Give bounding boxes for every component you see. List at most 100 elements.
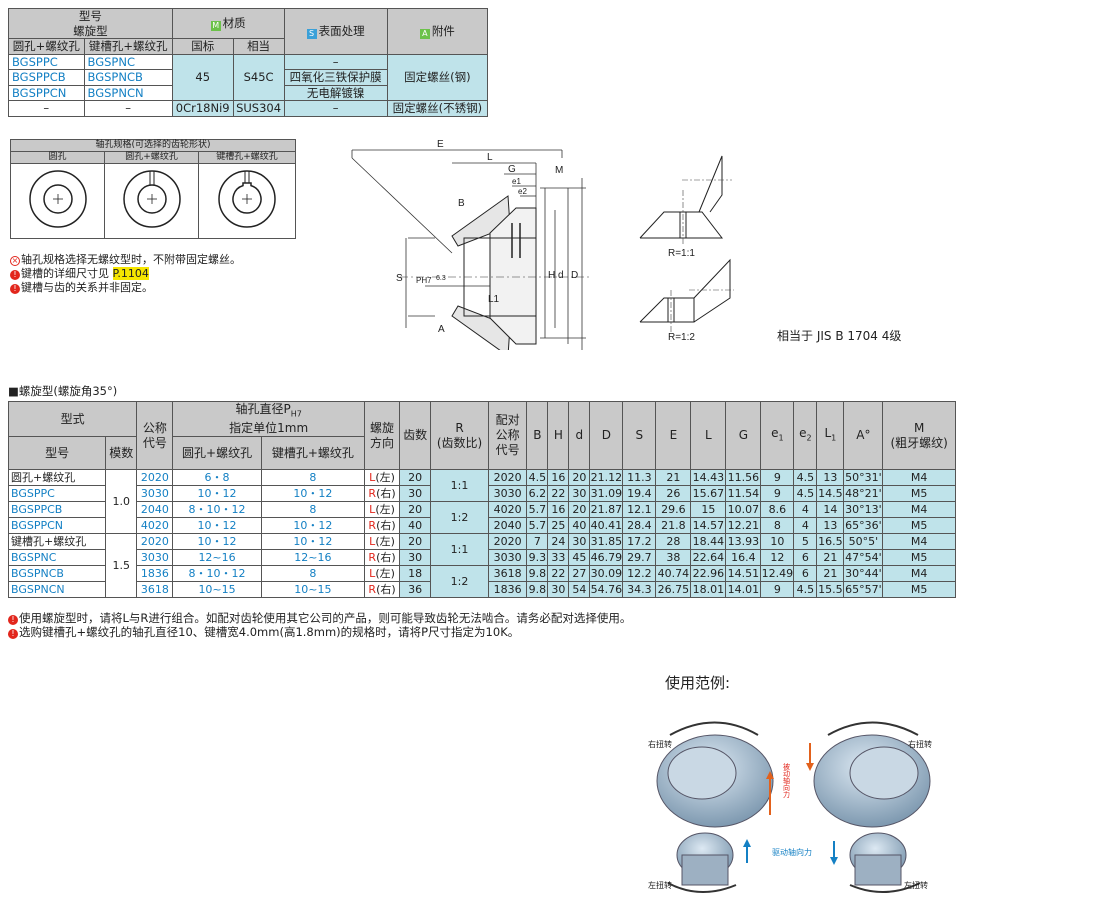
value-9: 45 [568, 549, 591, 567]
direction-letter: L [369, 567, 376, 581]
module-value: 1.5 [105, 533, 138, 599]
bore-key: 12~16 [260, 549, 365, 567]
value-16: 6 [793, 565, 818, 583]
note-bottom-1: !使用螺旋型时，请将L与R进行组合。如配对齿轮使用其它公司的产品，则可能导致齿轮… [8, 611, 631, 625]
h-M: M(粗牙螺纹) [882, 400, 956, 471]
value-8: 24 [547, 533, 570, 551]
h-L: L [690, 400, 727, 471]
helix-direction: R(右) [363, 581, 401, 599]
value-9: 27 [568, 565, 591, 583]
surface-value: 四氧化三铁保护膜 [283, 69, 388, 86]
nominal-code: 2020 [136, 469, 174, 487]
value-13: 22.64 [690, 549, 727, 567]
ratio: 1:1 [430, 469, 489, 503]
helix-direction: R(右) [363, 517, 401, 535]
bore-round: 8・10・12 [172, 565, 262, 583]
value-17: 21 [816, 565, 845, 583]
h-module: 模数 [105, 436, 138, 471]
value-8: 22 [547, 485, 570, 503]
info-icon: ! [8, 615, 18, 625]
value-8: 25 [547, 517, 570, 535]
value-16: 4.5 [793, 469, 818, 487]
bore-round: 10~15 [172, 581, 262, 599]
header-gb: 国标 [171, 38, 234, 55]
nominal-code: 3618 [136, 581, 174, 599]
roughness-mark: 6.3 [436, 275, 446, 282]
bore-title: 轴孔规格(可选择的齿轮形状) [10, 139, 296, 152]
dim-H: H [548, 270, 555, 281]
value-16: 4 [793, 517, 818, 535]
label-driven-force: 被动轴向力 [783, 762, 791, 799]
h-d: d [568, 400, 591, 471]
bore-key: 10~15 [260, 581, 365, 599]
value-16: 5 [793, 533, 818, 551]
value-11: 17.2 [622, 533, 657, 551]
bore-key: 8 [260, 565, 365, 583]
dim-L: L [487, 152, 493, 163]
value-6: 3030 [487, 549, 528, 567]
model-code: BGSPNCB [7, 565, 107, 583]
value-13: 14.57 [690, 517, 727, 535]
value-19: M5 [882, 549, 956, 567]
material-gb: 45 [171, 53, 234, 101]
h-B: B [526, 400, 549, 471]
nominal-code: 3030 [136, 485, 174, 503]
model-code: – [8, 100, 85, 117]
value-11: 28.4 [622, 517, 657, 535]
h-L1: L1 [816, 400, 845, 471]
value-13: 15 [690, 501, 727, 519]
value-15: 12.49 [760, 565, 795, 583]
value-15: 9 [760, 581, 795, 599]
value-9: 54 [568, 581, 591, 599]
model-code: BGSPPCN [8, 84, 85, 101]
value-6: 4020 [487, 501, 528, 519]
nominal-code: 1836 [136, 565, 174, 583]
value-10: 54.76 [589, 581, 624, 599]
teeth: 30 [399, 549, 432, 567]
direction-letter: R [368, 519, 377, 533]
h-pair: 配对公称代号 [487, 400, 528, 471]
bore-round: 8・10・12 [172, 501, 262, 519]
value-13: 18.44 [690, 533, 727, 551]
material-eq: S45C [232, 53, 285, 101]
nominal-code: 2040 [136, 501, 174, 519]
model-code: BGSPNCB [83, 69, 173, 86]
surface-value: – [283, 53, 388, 70]
teeth: 18 [399, 565, 432, 583]
page-link[interactable]: P.1104 [112, 267, 149, 280]
model-code: BGSPNCN [83, 84, 173, 101]
notes-bottom: !使用螺旋型时，请将L与R进行组合。如配对齿轮使用其它公司的产品，则可能导致齿轮… [8, 611, 631, 639]
value-13: 18.01 [690, 581, 727, 599]
value-15: 9 [760, 469, 795, 487]
dim-M: M [555, 165, 563, 176]
value-14: 11.56 [725, 469, 762, 487]
direction-letter: R [368, 551, 377, 565]
model-code: BGSPNC [7, 549, 107, 567]
material-gb: 0Cr18Ni9 [171, 100, 234, 117]
model-code: BGSPNCN [7, 581, 107, 599]
value-19: M5 [882, 517, 956, 535]
value-14: 13.93 [725, 533, 762, 551]
model-code: – [83, 100, 173, 117]
header-model: 型号螺旋型 [8, 8, 173, 38]
value-11: 29.7 [622, 549, 657, 567]
bore-round: 10・12 [172, 533, 262, 551]
value-15: 9 [760, 485, 795, 503]
accessory-value: 固定螺丝(钢) [386, 53, 489, 101]
note-2: !键槽的详细尺寸见 P.1104 [10, 267, 241, 281]
value-14: 12.21 [725, 517, 762, 535]
teeth: 20 [399, 501, 432, 519]
bore-key: 10・12 [260, 517, 365, 535]
h-D: D [589, 400, 624, 471]
value-17: 16.5 [816, 533, 845, 551]
helix-direction: L(左) [363, 469, 401, 487]
value-6: 2020 [487, 469, 528, 487]
value-14: 14.01 [725, 581, 762, 599]
bore-key: 8 [260, 469, 365, 487]
value-7: 5.7 [526, 501, 549, 519]
value-6: 3030 [487, 485, 528, 503]
info-icon: ! [10, 270, 20, 280]
value-11: 12.2 [622, 565, 657, 583]
